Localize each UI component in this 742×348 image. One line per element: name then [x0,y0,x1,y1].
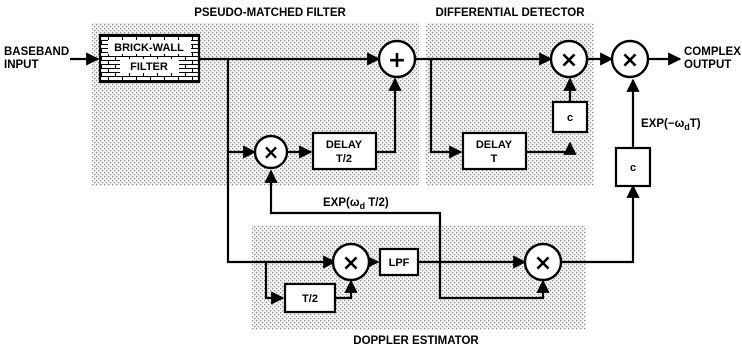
svg-text:LPF: LPF [389,257,410,269]
svg-text:×: × [621,48,639,73]
multiplier-doppler-second: × [523,242,563,282]
half-period-block: T/2 [283,282,337,314]
svg-text:T/2: T/2 [336,153,352,165]
brick-wall-filter-block: BRICK-WALL FILTER [98,33,201,84]
conjugate-block-detector: c [551,100,589,134]
svg-text:BRICK-WALL: BRICK-WALL [114,42,184,54]
exp-full-period-label: EXP(−ωdT) [641,118,701,132]
svg-text:T/2: T/2 [302,293,318,305]
svg-text:DELAY: DELAY [326,139,363,151]
svg-text:c: c [567,112,573,124]
multiplier-matched-filter: × [253,134,289,170]
svg-text:c: c [630,162,636,174]
multiplier-output: × [610,39,650,79]
multiplier-detector: × [549,39,589,79]
svg-text:+: + [388,48,406,73]
svg-text:×: × [263,140,280,164]
svg-text:×: × [560,48,578,73]
signal-wires [70,52,682,305]
delay-half-period-block: DELAY T/2 [311,131,378,171]
svg-text:FILTER: FILTER [130,61,168,73]
svg-text:T: T [491,153,498,165]
delay-full-period-block: DELAY T [461,131,528,171]
pseudo-matched-filter-title: PSEUDO-MATCHED FILTER [194,7,346,19]
adder-node: + [377,39,417,79]
low-pass-filter-block: LPF [378,247,420,277]
differential-detector-title: DIFFERENTIAL DETECTOR [435,7,585,19]
doppler-estimator-title: DOPPLER ESTIMATOR [353,335,479,347]
exp-half-period-label: EXP(ωd T/2) [323,197,389,211]
complex-output-label: COMPLEX OUTPUT [684,46,742,71]
baseband-input-label: BASEBAND INPUT [4,46,72,71]
svg-text:×: × [342,251,360,276]
conjugate-block-output: c [614,146,652,188]
multiplier-doppler-first: × [331,242,371,282]
svg-text:DELAY: DELAY [476,139,513,151]
svg-text:×: × [534,251,552,276]
